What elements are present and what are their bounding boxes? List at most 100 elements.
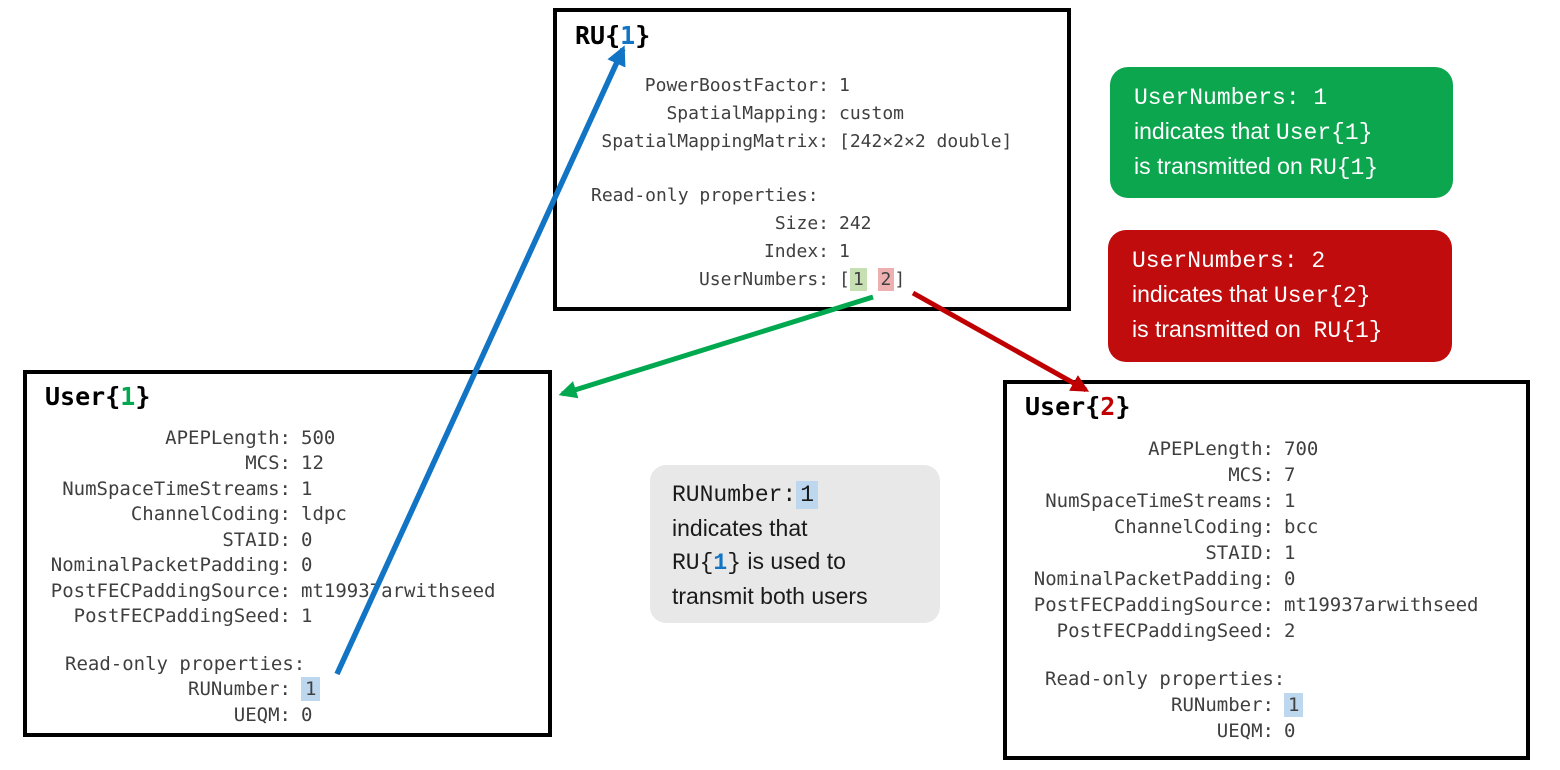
property-name: PostFECPaddingSource:	[50, 579, 291, 602]
property-name: PowerBoostFactor:	[644, 75, 829, 96]
property-value: 0	[301, 703, 313, 726]
property-value: 700	[1284, 438, 1319, 460]
property-value: mt19937arwithseed	[1284, 594, 1479, 616]
property-value: custom	[839, 103, 905, 124]
callout-line: RU{1} is used to	[672, 545, 940, 580]
callout-line: transmit both users	[672, 583, 868, 609]
runumber-value: 1	[1284, 692, 1304, 718]
ru-box-title: RU{1}	[575, 22, 1067, 50]
ru-title-prefix: RU{	[575, 21, 621, 50]
property-row: PostFECPaddingSeed: 2	[1007, 618, 1526, 644]
runumber-row: RUNumber: 1	[1007, 692, 1526, 718]
property-row: ChannelCoding: ldpc	[27, 502, 548, 528]
callout-line: UserNumbers: 2	[1132, 248, 1326, 274]
property-row: Index: 1	[557, 238, 1067, 266]
property-name: PostFECPaddingSource:	[1033, 594, 1274, 616]
callout-text: indicates that	[1132, 281, 1274, 307]
property-value: ldpc	[301, 503, 347, 525]
user2-properties-box: User{2} APEPLength: 700 MCS: 7 NumSpaceT…	[1003, 380, 1530, 760]
property-name: SpatialMapping:	[666, 103, 829, 124]
property-row: PowerBoostFactor: 1	[557, 72, 1067, 100]
user1-title-prefix: User{	[45, 382, 121, 411]
user1-properties-list: APEPLength: 500 MCS: 12 NumSpaceTimeStre…	[27, 426, 548, 729]
usernumbers2-callout: UserNumbers: 2 indicates that User{2} is…	[1108, 230, 1452, 362]
property-value: 12	[301, 452, 324, 474]
runumber-highlight: 1	[1284, 693, 1304, 717]
separator	[867, 269, 878, 290]
ru-title-index: 1	[620, 21, 636, 50]
property-name: NominalPacketPadding:	[1033, 568, 1274, 590]
callout-line: UserNumbers: 1	[1134, 85, 1328, 111]
property-name: ChannelCoding:	[1113, 516, 1274, 538]
property-value: 0	[1284, 568, 1296, 590]
readonly-heading: Read-only properties:	[65, 652, 306, 675]
runumber-value: 1	[301, 677, 321, 703]
ru-title-suffix: }	[635, 21, 651, 50]
property-row: MCS: 7	[1007, 462, 1526, 488]
user1-box-title: User{1}	[45, 384, 548, 410]
usernumbers1-callout: UserNumbers: 1 indicates that User{1} is…	[1110, 67, 1453, 198]
property-name: PostFECPaddingSeed:	[1056, 620, 1274, 642]
usernumber-2-highlight: 2	[877, 268, 895, 291]
callout-line: is transmitted on RU{1}	[1132, 313, 1452, 348]
property-name: UEQM:	[1216, 720, 1274, 742]
callout-code: }	[727, 550, 742, 576]
callout-code: User{1}	[1275, 120, 1373, 146]
callout-line: RUNumber:1	[672, 478, 940, 512]
property-row: PostFECPaddingSource: mt19937arwithseed	[27, 579, 548, 605]
property-value: 1	[301, 605, 313, 627]
property-name: MCS:	[245, 452, 291, 474]
property-name: Size:	[774, 213, 829, 234]
callout-code: User{2}	[1273, 283, 1371, 309]
callout-text: is transmitted on	[1132, 316, 1314, 342]
property-name: NumSpaceTimeStreams:	[62, 477, 291, 500]
runumber-callout: RUNumber:1 indicates that RU{1} is used …	[650, 465, 940, 623]
property-row: PostFECPaddingSeed: 1	[27, 604, 548, 630]
usernumbers-row: UserNumbers: [1 2]	[557, 266, 1067, 294]
callout-text: is transmitted on	[1134, 153, 1310, 179]
user2-properties-list: APEPLength: 700 MCS: 7 NumSpaceTimeStrea…	[1007, 436, 1526, 744]
property-value: 1	[839, 241, 850, 262]
runumber-row: RUNumber: 1	[27, 677, 548, 703]
callout-text: is used to	[741, 548, 846, 574]
property-row: APEPLength: 700	[1007, 436, 1526, 462]
property-name: APEPLength:	[1148, 438, 1274, 460]
property-value: mt19937arwithseed	[301, 579, 496, 602]
property-value: 1	[301, 477, 313, 500]
property-row: UEQM: 0	[27, 703, 548, 729]
property-name: MCS:	[1228, 464, 1274, 486]
property-row: PostFECPaddingSource: mt19937arwithseed	[1007, 592, 1526, 618]
runumber-highlight: 1	[796, 481, 819, 509]
property-name: UserNumbers:	[698, 269, 829, 290]
property-name: UEQM:	[233, 703, 291, 726]
user2-box-title: User{2}	[1025, 394, 1526, 420]
ru-properties-box: RU{1} PowerBoostFactor: 1 SpatialMapping…	[553, 8, 1071, 311]
property-row: UEQM: 0	[1007, 718, 1526, 744]
property-name: STAID:	[1205, 542, 1274, 564]
property-row: MCS: 12	[27, 451, 548, 477]
callout-text: indicates that	[1134, 118, 1276, 144]
user2-title-prefix: User{	[1025, 392, 1101, 421]
callout-line: indicates that User{2}	[1132, 278, 1452, 313]
property-name: RUNumber:	[1171, 694, 1274, 716]
user2-title-suffix: }	[1115, 392, 1131, 421]
callout-line: is transmitted on RU{1}	[1134, 150, 1453, 185]
usernumbers-value: [1 2]	[839, 266, 905, 294]
property-row: ChannelCoding: bcc	[1007, 514, 1526, 540]
property-row: SpatialMappingMatrix: [242×2×2 double]	[557, 128, 1067, 156]
callout-code: RU{1}	[1313, 318, 1383, 344]
property-value: [242×2×2 double]	[839, 131, 1013, 152]
property-name: Index:	[763, 241, 829, 262]
property-value: 7	[1284, 464, 1296, 486]
property-value: 1	[1284, 542, 1296, 564]
readonly-heading: Read-only properties:	[591, 185, 819, 206]
property-row: NumSpaceTimeStreams: 1	[1007, 488, 1526, 514]
property-row: Size: 242	[557, 210, 1067, 238]
property-value: 2	[1284, 620, 1296, 642]
property-name: ChannelCoding:	[130, 503, 291, 525]
arrow-usernumber1-to-user1	[558, 294, 874, 399]
property-name: APEPLength:	[165, 426, 291, 449]
property-value: 242	[839, 213, 872, 234]
property-name: SpatialMappingMatrix:	[601, 131, 829, 152]
